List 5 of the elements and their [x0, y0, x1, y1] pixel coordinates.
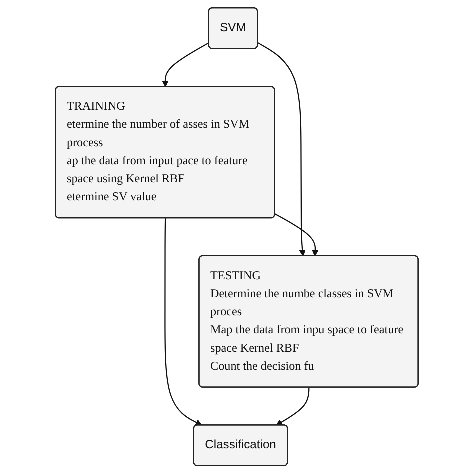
- arrow: [162, 42, 210, 88]
- arrow: [258, 42, 306, 257]
- arrow: [164, 218, 202, 426]
- arrow: [274, 214, 319, 257]
- arrow: [276, 388, 310, 426]
